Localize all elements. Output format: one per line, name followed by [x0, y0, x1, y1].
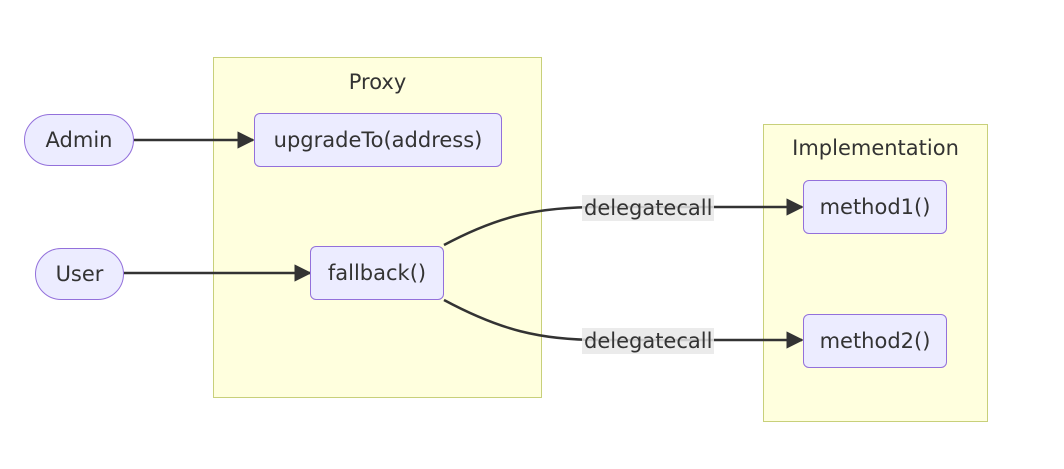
fallback-node: fallback() — [310, 246, 444, 300]
method2-node: method2() — [803, 314, 947, 368]
edge-label-delegatecall-1: delegatecall — [582, 195, 715, 221]
proxy-cluster-title: Proxy — [348, 70, 407, 94]
edge-label-delegatecall-2: delegatecall — [582, 328, 715, 354]
admin-node: Admin — [24, 114, 134, 166]
user-node: User — [35, 248, 124, 300]
implementation-cluster-title: Implementation — [792, 136, 959, 160]
upgradeto-node: upgradeTo(address) — [254, 113, 502, 167]
implementation-cluster: Implementation — [763, 124, 988, 422]
method1-node: method1() — [803, 180, 947, 234]
